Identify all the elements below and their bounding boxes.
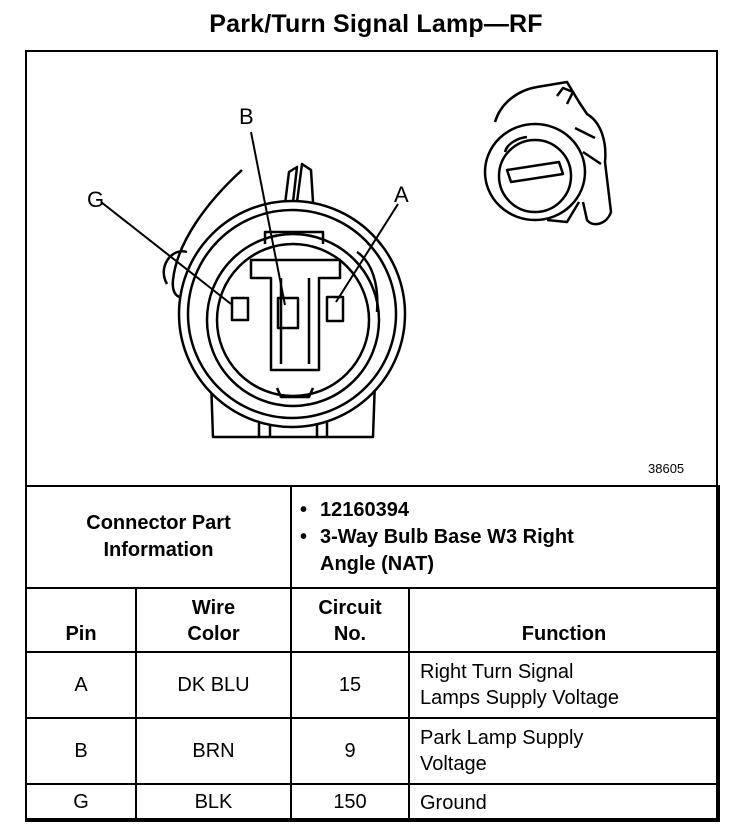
table-row: A DK BLU 15 Right Turn Signal Lamps Supp…: [25, 651, 721, 719]
cell-wire-color: DK BLU: [135, 651, 292, 719]
connector-description: 3-Way Bulb Base W3 Right: [300, 524, 718, 551]
cell-pin: B: [25, 717, 137, 785]
header-row: Pin Wire Color Circuit No. Function: [25, 587, 721, 653]
header-wire-color: Wire Color: [135, 587, 292, 653]
table-row: B BRN 9 Park Lamp Supply Voltage: [25, 717, 721, 785]
cell-pin: G: [25, 783, 137, 822]
cell-function: Ground: [407, 783, 721, 822]
connector-table: Connector Part Information 12160394 3-Wa…: [25, 485, 721, 822]
pin-label-g: G: [87, 187, 104, 212]
cell-circuit: 15: [290, 651, 410, 719]
cell-circuit: 150: [290, 783, 410, 822]
connector-info-values: 12160394 3-Way Bulb Base W3 Right Angle …: [289, 485, 721, 589]
cell-wire-color: BLK: [135, 783, 292, 822]
page-title: Park/Turn Signal Lamp—RF: [209, 10, 543, 38]
cell-function: Right Turn Signal Lamps Supply Voltage: [407, 651, 721, 719]
pin-label-b: B: [239, 104, 254, 129]
cell-function: Park Lamp Supply Voltage: [407, 717, 721, 785]
bulb-base-sketch: [483, 80, 613, 226]
pin-label-a: A: [394, 182, 409, 207]
figure-number: 38605: [648, 461, 685, 476]
connector-diagram: G B A: [87, 80, 613, 439]
connector-info-row: Connector Part Information 12160394 3-Wa…: [25, 485, 721, 589]
part-number: 12160394: [300, 497, 718, 524]
connector-info-label: Connector Part Information: [25, 485, 292, 589]
cell-circuit: 9: [290, 717, 410, 785]
cell-wire-color: BRN: [135, 717, 292, 785]
header-circuit-no: Circuit No.: [290, 587, 410, 653]
connector-description-cont: Angle (NAT): [320, 552, 435, 575]
header-pin: Pin: [25, 587, 137, 653]
table-row: G BLK 150 Ground: [25, 783, 721, 822]
header-function: Function: [407, 587, 721, 653]
cell-pin: A: [25, 651, 137, 719]
